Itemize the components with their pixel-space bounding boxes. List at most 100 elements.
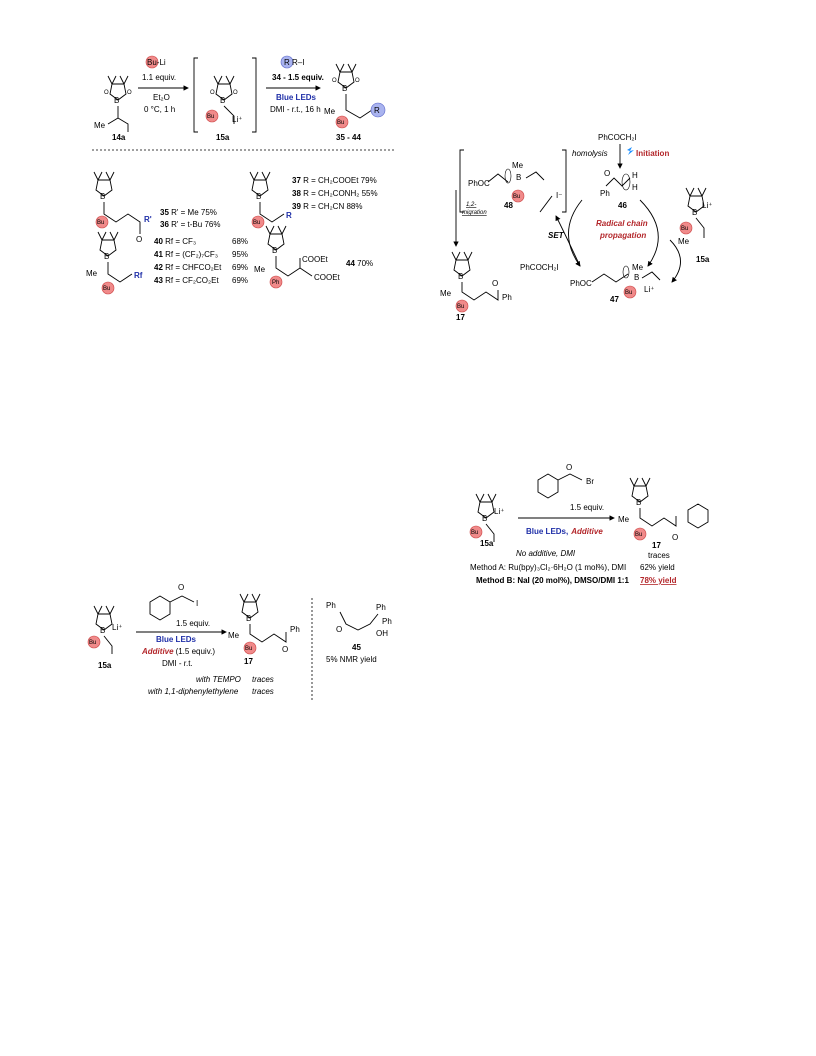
additive-result-1: traces [648, 551, 670, 560]
svg-text:R: R [374, 106, 380, 115]
label-45: 45 [352, 643, 361, 652]
additive-row-3: Method B: NaI (20 mol%), DMSO/DMI 1:1 [476, 576, 629, 585]
svg-text:Bu: Bu [103, 286, 110, 292]
reagent-ri: R–I [292, 58, 304, 67]
coo-et-1: COOEt [302, 255, 329, 264]
svg-text:PhOC: PhOC [468, 179, 490, 188]
svg-text:B: B [256, 192, 261, 201]
svg-text:Me: Me [94, 121, 106, 130]
iodide: I⁻ [556, 191, 562, 200]
coo-et-2: COOEt [314, 273, 341, 282]
entry-36: 36 R' = t-Bu 76% [160, 220, 220, 229]
svg-text:Bu: Bu [635, 532, 642, 538]
equiv-buli: 1.1 equiv. [142, 73, 176, 82]
additive-result-2: 62% yield [640, 563, 675, 572]
svg-text:H: H [632, 183, 638, 192]
iodide-arrow [539, 195, 553, 213]
svg-text:Me: Me [618, 515, 630, 524]
mech-reagent-2: PhCOCH₂I [520, 263, 559, 272]
molecule-45: Ph O Ph Ph OH [326, 601, 392, 638]
svg-text:O: O [233, 90, 238, 96]
svg-text:B: B [516, 173, 521, 182]
entry-41: 41 Rf = (CF₂)₇CF₃ [154, 250, 218, 259]
label-15a-mech: 15a [696, 255, 710, 264]
structure-35-36: B O Bu R' [93, 171, 152, 244]
svg-text:Li⁺: Li⁺ [494, 507, 504, 516]
entry-42: 42 Rf = CHFCO₂Et [154, 263, 222, 272]
migration-2: migration [462, 210, 487, 216]
cond-2: DMI - r.t., 16 h [270, 105, 321, 114]
label-15a-top: 15a [216, 133, 230, 142]
reagent-buli: Bu-Li [147, 58, 166, 67]
svg-text:Me: Me [678, 237, 690, 246]
svg-text:B: B [100, 626, 105, 635]
svg-text:H: H [632, 171, 638, 180]
entry-39: 39 R = CH₂CN 88% [292, 202, 362, 211]
structure-44: B Me Ph [254, 225, 313, 289]
svg-text:I: I [196, 599, 198, 608]
scheme-additive: B Li⁺ Bu 15a O Br 1.5 equiv. Blue LEDs,A… [469, 463, 709, 585]
svg-text:Ph: Ph [326, 601, 336, 610]
svg-text:B: B [100, 192, 105, 201]
svg-text:O: O [672, 533, 678, 542]
svg-text:Li⁺: Li⁺ [644, 285, 654, 294]
yield-42: 69% [232, 263, 248, 272]
svg-text:Rf: Rf [134, 271, 143, 280]
svg-text:Me: Me [440, 289, 452, 298]
entry-44: 44 70% [346, 259, 373, 268]
blue-leds-tempo: Blue LEDs [156, 635, 197, 644]
cond-tempo: DMI - r.t. [162, 659, 193, 668]
svg-text:B: B [482, 514, 487, 523]
yield-45: 5% NMR yield [326, 655, 377, 664]
additive-row-2: Method A: Ru(bpy)₃Cl₂·6H₂O (1 mol%), DMI [470, 563, 626, 572]
structure-40-43: B Me Bu Rf [86, 231, 143, 295]
svg-text:Li⁺: Li⁺ [112, 623, 122, 632]
svg-text:Bu: Bu [89, 640, 96, 646]
entry-37: 37 R = CH₂COOEt 79% [292, 176, 377, 185]
svg-text:Bu: Bu [245, 646, 252, 652]
molecule-17-mech: B Me Ph O Bu [440, 251, 512, 313]
svg-text:R': R' [144, 215, 152, 224]
tempo-row-2-result: traces [252, 687, 274, 696]
svg-text:O: O [136, 235, 142, 244]
molecule-17-tempo: B Me Ph O Bu [228, 593, 300, 655]
label-46: 46 [618, 201, 627, 210]
svg-text:Bu: Bu [625, 290, 632, 296]
propagation: propagation [599, 231, 646, 240]
molecule-48: PhOC B Me Bu [468, 161, 545, 203]
molecule-17-additive: B Me O Bu [618, 477, 709, 542]
svg-text:O: O [355, 78, 360, 84]
svg-text:O: O [604, 169, 610, 178]
entry-40: 40 Rf = CF₃ [154, 237, 196, 246]
additive-result-3: 78% yield [640, 576, 677, 585]
molecule-15a-additive: B Li⁺ Bu [469, 493, 504, 542]
svg-text:B: B [104, 252, 109, 261]
label-15a-additive: 15a [480, 539, 494, 548]
tempo-row-1-result: traces [252, 675, 274, 684]
svg-text:Me: Me [254, 265, 266, 274]
svg-text:O: O [210, 90, 215, 96]
svg-text:Bu: Bu [207, 114, 214, 120]
svg-text:R: R [286, 211, 292, 220]
svg-text:Ph: Ph [272, 280, 279, 286]
svg-text:Bu: Bu [337, 120, 344, 126]
svg-text:O: O [492, 279, 498, 288]
label-48: 48 [504, 201, 513, 210]
svg-text:Ph: Ph [290, 625, 300, 634]
equiv-tempo: 1.5 equiv. [176, 619, 210, 628]
label-product: 35 - 44 [336, 133, 361, 142]
bromide: Br [586, 477, 594, 486]
svg-text:Me: Me [512, 161, 524, 170]
mech-reagent: PhCOCH₂I [598, 133, 637, 142]
svg-text:Me: Me [632, 263, 644, 272]
label-17-additive: 17 [652, 541, 661, 550]
svg-text:B: B [342, 84, 347, 93]
additive-row-1: No additive, DMI [516, 549, 576, 558]
entry-38: 38 R = CH₂CONH₂ 55% [292, 189, 378, 198]
svg-text:B: B [634, 273, 639, 282]
label-17-mech: 17 [456, 313, 465, 322]
svg-text:Me: Me [324, 107, 336, 116]
